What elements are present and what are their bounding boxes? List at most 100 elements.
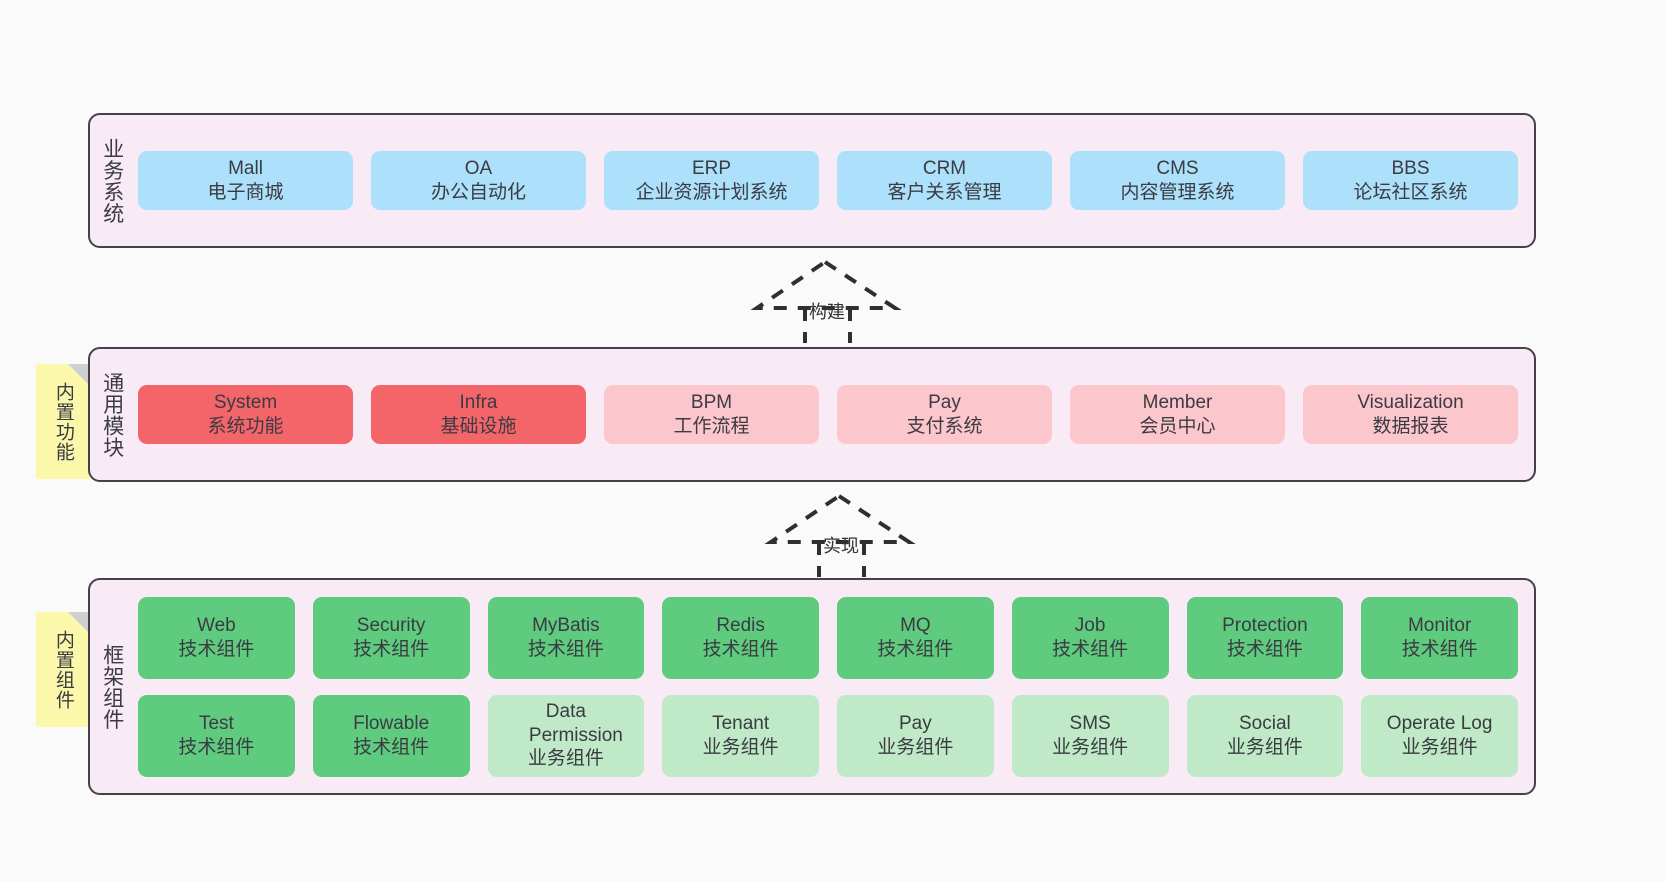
node-title-cn: 企业资源计划系统 [635,181,788,203]
node-row: System 系统功能 Infra 基础设施 BPM 工作流程 Pay 支付系统… [138,384,1518,445]
node-title-en: Mall [228,157,263,179]
layer-common-module-body: System 系统功能 Infra 基础设施 BPM 工作流程 Pay 支付系统… [134,349,1534,480]
node-operate-log[interactable]: Operate Log 业务组件 [1361,694,1518,777]
node-title-en: SMS [1069,712,1111,734]
node-title-en: Social [1239,712,1291,734]
connector-build-label: 构建 [809,302,845,322]
node-bbs[interactable]: BBS 论坛社区系统 [1303,150,1518,211]
node-title-en: Data Permission [528,700,623,746]
node-title-cn: 业务组件 [527,748,604,770]
node-title-en: Pay [899,712,932,734]
layer-business-system: 业务系统 Mall 电子商城 OA 办公自动化 ERP 企业资源计划系统 CRM… [88,113,1536,248]
layer-common-module: 通用模块 System 系统功能 Infra 基础设施 BPM 工作流程 Pay… [88,347,1536,482]
node-tenant[interactable]: Tenant 业务组件 [662,694,819,777]
sticky-note-builtin-function: 内置功能 [36,364,90,479]
node-title-cn: 技术组件 [178,638,255,660]
node-title-en: MyBatis [532,614,600,636]
node-title-cn: 内容管理系统 [1120,181,1235,203]
node-title-cn: 论坛社区系统 [1353,181,1468,203]
node-title-cn: 技术组件 [1052,638,1129,660]
node-title-cn: 会员中心 [1139,415,1216,437]
folded-corner-icon [68,612,90,634]
node-title-en: ERP [691,157,732,179]
node-title-en: Security [356,614,426,636]
node-title-en: Operate Log [1386,712,1493,734]
node-title-cn: 技术组件 [353,736,430,758]
layer-framework-component-body: Web 技术组件 Security 技术组件 MyBatis 技术组件 Redi… [134,580,1534,793]
node-row: Mall 电子商城 OA 办公自动化 ERP 企业资源计划系统 CRM 客户关系… [138,150,1518,211]
folded-corner-icon [68,364,90,386]
node-mybatis[interactable]: MyBatis 技术组件 [487,596,645,679]
sticky-note-builtin-component: 内置组件 [36,612,90,727]
node-row: Web 技术组件 Security 技术组件 MyBatis 技术组件 Redi… [138,596,1518,679]
node-title-cn: 技术组件 [178,736,255,758]
node-security[interactable]: Security 技术组件 [312,596,470,679]
node-title-cn: 技术组件 [702,638,779,660]
layer-common-module-title: 通用模块 [100,371,124,458]
node-title-en: Infra [459,391,498,413]
node-title-en: Pay [928,391,961,413]
node-title-cn: 支付系统 [906,415,983,437]
node-title-cn: 业务组件 [1401,736,1478,758]
node-member[interactable]: Member 会员中心 [1070,384,1285,445]
node-title-cn: 系统功能 [207,415,284,437]
connector-build: 构建 [750,258,905,343]
node-crm[interactable]: CRM 客户关系管理 [837,150,1052,211]
node-infra[interactable]: Infra 基础设施 [371,384,586,445]
node-title-cn: 业务组件 [1052,736,1129,758]
connector-implement-label: 实现 [823,536,859,556]
node-title-en: BBS [1391,157,1430,179]
node-title-cn: 技术组件 [527,638,604,660]
node-oa[interactable]: OA 办公自动化 [371,150,586,211]
node-title-en: Flowable [353,712,430,734]
node-title-cn: 客户关系管理 [887,181,1002,203]
node-title-cn: 工作流程 [673,415,750,437]
node-sms[interactable]: SMS 业务组件 [1011,694,1169,777]
sticky-note-label: 内置组件 [52,629,74,710]
node-title-en: OA [464,157,493,179]
node-flowable[interactable]: Flowable 技术组件 [312,694,470,777]
node-redis[interactable]: Redis 技术组件 [662,596,819,679]
node-data-permission[interactable]: Data Permission 业务组件 [487,694,645,777]
node-job[interactable]: Job 技术组件 [1011,596,1169,679]
node-title-en: CRM [922,157,967,179]
node-title-en: Tenant [712,712,770,734]
node-title-en: Redis [716,614,765,636]
arrowhead-triangle-icon [764,493,916,544]
node-title-en: MQ [900,614,931,636]
node-title-cn: 业务组件 [1226,736,1303,758]
node-title-cn: 业务组件 [702,736,779,758]
node-title-en: Protection [1222,614,1308,636]
node-monitor[interactable]: Monitor 技术组件 [1361,596,1518,679]
node-row: Test 技术组件 Flowable 技术组件 Data Permission … [138,694,1518,777]
node-title-en: System [213,391,278,413]
node-title-cn: 技术组件 [877,638,954,660]
node-title-en: Visualization [1357,391,1464,413]
node-protection[interactable]: Protection 技术组件 [1186,596,1344,679]
node-social[interactable]: Social 业务组件 [1186,694,1344,777]
node-system[interactable]: System 系统功能 [138,384,353,445]
node-bpm[interactable]: BPM 工作流程 [604,384,819,445]
node-pay-business[interactable]: Pay 业务组件 [837,694,994,777]
node-title-cn: 数据报表 [1372,415,1449,437]
node-title-cn: 业务组件 [877,736,954,758]
node-web[interactable]: Web 技术组件 [138,596,295,679]
node-erp[interactable]: ERP 企业资源计划系统 [604,150,819,211]
sticky-note-label: 内置功能 [52,381,74,462]
node-cms[interactable]: CMS 内容管理系统 [1070,150,1285,211]
node-visualization[interactable]: Visualization 数据报表 [1303,384,1518,445]
node-pay[interactable]: Pay 支付系统 [837,384,1052,445]
node-title-en: Monitor [1407,614,1472,636]
node-title-en: Test [198,712,234,734]
node-test[interactable]: Test 技术组件 [138,694,295,777]
node-title-cn: 电子商城 [207,181,284,203]
arrowhead-triangle-icon [750,259,902,310]
node-mq[interactable]: MQ 技术组件 [837,596,994,679]
layer-framework-component-title: 框架组件 [100,643,124,730]
node-title-cn: 技术组件 [353,638,430,660]
layer-business-system-body: Mall 电子商城 OA 办公自动化 ERP 企业资源计划系统 CRM 客户关系… [134,115,1534,246]
layer-business-system-title: 业务系统 [100,137,124,224]
node-mall[interactable]: Mall 电子商城 [138,150,353,211]
node-title-en: CMS [1156,157,1199,179]
node-title-en: Member [1142,391,1213,413]
